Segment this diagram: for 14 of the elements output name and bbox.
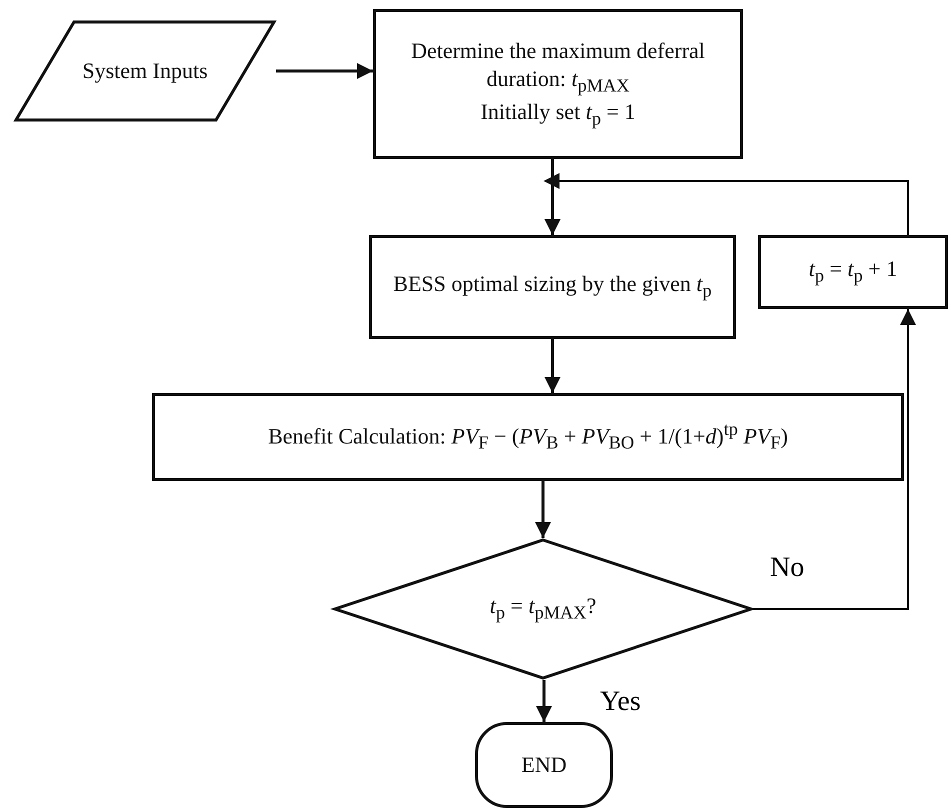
node-text: Initially set t$_{p}$ = 1 [480, 98, 636, 131]
node-text: System Inputs [82, 56, 208, 85]
process-box [758, 235, 948, 309]
node-text: Benefit Calculation: PV$_{F}$ − (PV$_{B}$ + PV$_{BO}$ + 1/(1+d)$^{tp}$ PV$_{F}$) [268, 418, 788, 455]
decision-diamond [333, 538, 753, 680]
end-terminator [475, 722, 613, 808]
node-text: t$_{p}$ = t$_{p}$ + 1 [808, 255, 898, 288]
input-parallelogram [14, 20, 276, 122]
process-box [152, 393, 904, 481]
node-text: END [521, 750, 567, 779]
node-text: t$_{p}$ = t$_{pMAX}$? [490, 592, 596, 625]
process-box [369, 235, 736, 339]
node-text: BESS optimal sizing by the given t$_{p}$ [393, 270, 712, 303]
process-box [373, 9, 743, 159]
